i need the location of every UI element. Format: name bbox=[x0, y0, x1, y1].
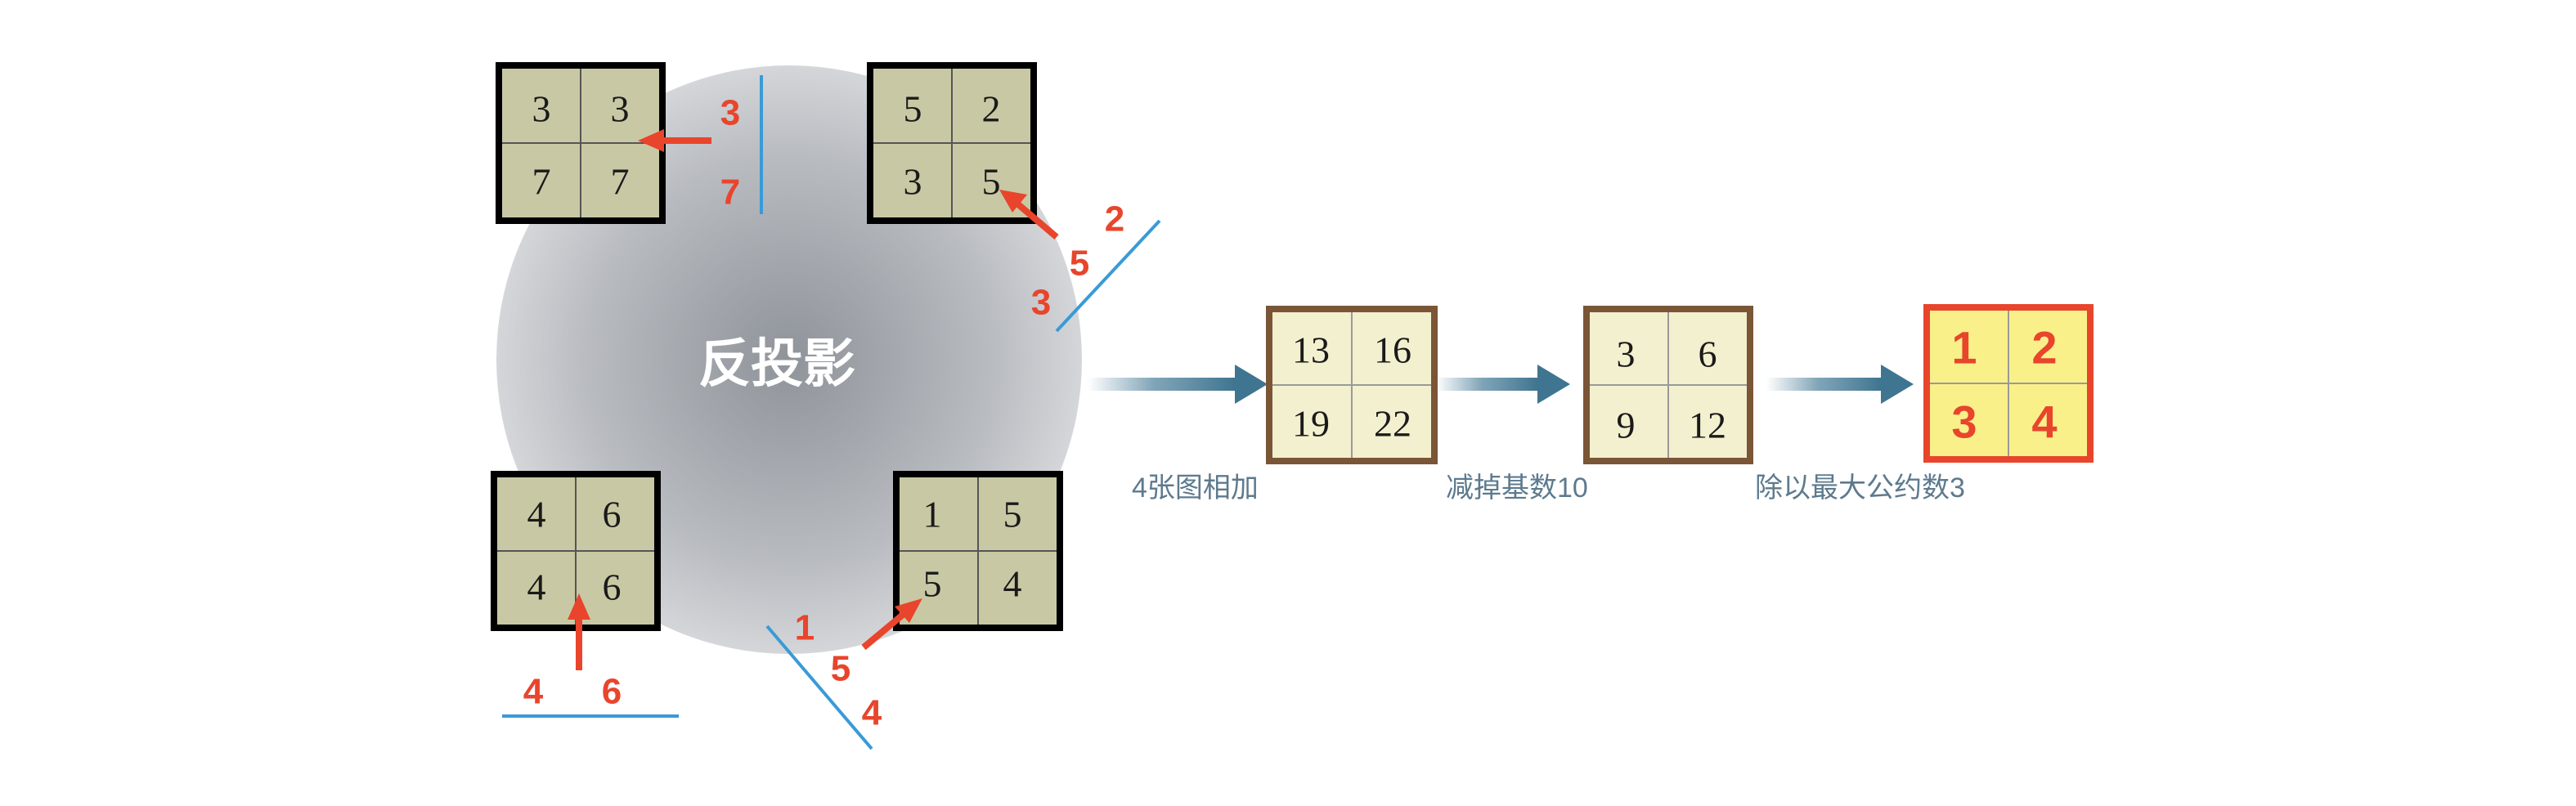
projection-arrow-diagonal bbox=[861, 598, 922, 651]
grid-cell: 12 bbox=[1689, 405, 1726, 446]
grid-cell: 4 bbox=[527, 566, 546, 608]
step-final-grid: 1 2 3 4 bbox=[1923, 304, 2094, 463]
projection-arrow-left bbox=[638, 129, 711, 152]
projection-arrow-diagonal bbox=[999, 190, 1059, 240]
grid-cell: 6 bbox=[603, 494, 622, 535]
grid-cell: 19 bbox=[1292, 403, 1330, 445]
projection-bottom-right: 1 5 5 4 bbox=[893, 471, 1063, 631]
flow-arrow bbox=[1436, 365, 1570, 404]
projection-line-diagonal bbox=[1055, 219, 1161, 333]
grid-cell: 5 bbox=[904, 88, 922, 130]
projection-value: 5 bbox=[831, 649, 850, 689]
projection-arrow-up bbox=[568, 593, 590, 670]
grid-cell: 4 bbox=[1003, 563, 1022, 605]
grid-cell: 6 bbox=[1699, 334, 1717, 375]
projection-value: 6 bbox=[602, 672, 622, 712]
flow-arrow bbox=[1766, 365, 1914, 404]
projection-value: 4 bbox=[862, 693, 882, 733]
projection-top-left: 3 3 7 7 bbox=[496, 62, 666, 224]
grid-cell: 5 bbox=[1003, 494, 1022, 535]
grid-cell: 3 bbox=[1951, 396, 1977, 448]
grid-cell: 3 bbox=[532, 88, 551, 130]
grid-cell: 7 bbox=[611, 161, 630, 203]
grid-cell: 1 bbox=[1951, 322, 1977, 374]
grid-cell: 22 bbox=[1374, 403, 1411, 445]
step-subtract-grid: 3 6 9 12 bbox=[1583, 306, 1753, 464]
projection-value: 1 bbox=[795, 608, 815, 648]
step-caption: 除以最大公约数3 bbox=[1755, 472, 1965, 504]
grid-cell: 3 bbox=[904, 161, 922, 203]
projection-value: 3 bbox=[1031, 283, 1051, 323]
grid-cell: 3 bbox=[611, 88, 630, 130]
projection-line-diagonal bbox=[765, 625, 873, 750]
grid-cell: 2 bbox=[2031, 322, 2057, 374]
grid-cell: 16 bbox=[1374, 329, 1411, 371]
grid-cell: 5 bbox=[982, 161, 1001, 203]
center-label: 反投影 bbox=[698, 334, 855, 393]
projection-value: 7 bbox=[720, 172, 740, 213]
grid-cell: 3 bbox=[1617, 334, 1636, 375]
grid-cell: 2 bbox=[982, 88, 1001, 130]
grid-cell: 9 bbox=[1617, 405, 1636, 446]
grid-cell: 4 bbox=[2031, 396, 2057, 448]
step-caption: 减掉基数10 bbox=[1446, 472, 1588, 504]
projection-value: 3 bbox=[720, 93, 740, 133]
projection-value: 5 bbox=[1070, 244, 1089, 284]
projection-value: 2 bbox=[1105, 199, 1124, 240]
flow-arrow bbox=[1088, 365, 1268, 404]
grid-cell: 13 bbox=[1292, 329, 1330, 371]
grid-cell: 1 bbox=[923, 494, 942, 535]
step-sum-grid: 13 16 19 22 bbox=[1266, 306, 1438, 464]
grid-cell: 6 bbox=[603, 566, 622, 608]
grid-cell: 7 bbox=[532, 161, 551, 203]
projection-value: 4 bbox=[523, 672, 544, 712]
step-caption: 4张图相加 bbox=[1132, 472, 1259, 504]
grid-cell: 5 bbox=[923, 563, 942, 605]
grid-cell: 4 bbox=[527, 494, 546, 535]
